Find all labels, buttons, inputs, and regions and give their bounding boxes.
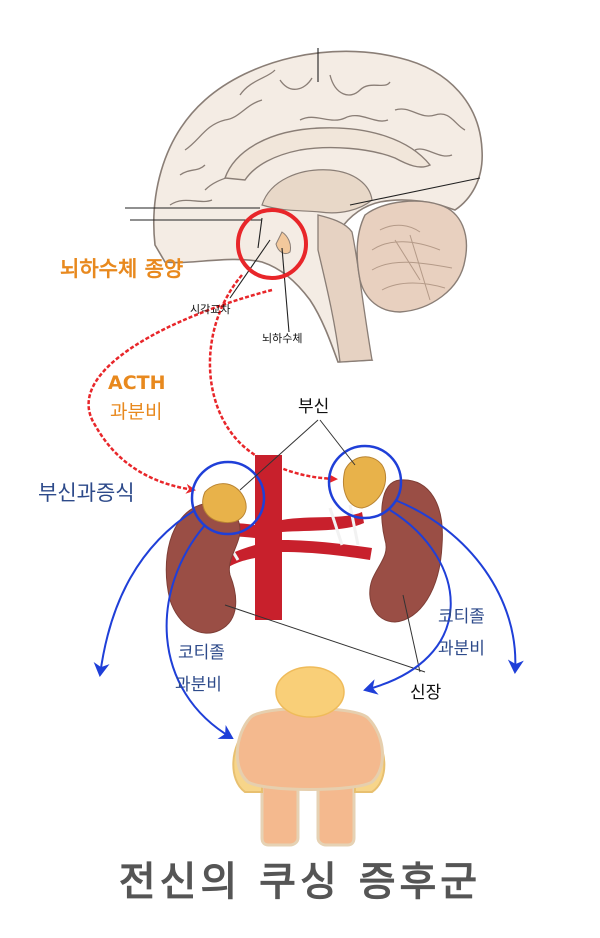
cortisol-arrow-left-to-body xyxy=(165,524,234,740)
label-adrenal-hyperplasia: 부신과증식 xyxy=(38,481,135,505)
label-optic-chiasm: 시각교차 xyxy=(190,303,230,316)
label-pituitary: 뇌하수체 xyxy=(262,331,302,345)
cortisol-arrow-far-right xyxy=(394,499,524,674)
label-pituitary-tumor: 뇌하수체 종양 xyxy=(60,257,183,281)
label-acth-hypersecretion: 과분비 xyxy=(110,401,162,423)
adrenal-highlight-left xyxy=(190,460,266,536)
label-cortisol-right: 코티졸 xyxy=(438,607,485,627)
human-body-icon xyxy=(232,666,386,847)
label-cortisol-right-hypersecretion: 과분비 xyxy=(438,639,485,659)
diagram-title: 전신의 쿠싱 증후군 xyxy=(119,859,481,905)
cortisol-arrow-far-left xyxy=(93,509,196,677)
acth-arrow-right xyxy=(208,274,338,484)
label-cortisol-left-hypersecretion: 과분비 xyxy=(175,675,222,695)
label-cortisol-left: 코티졸 xyxy=(178,643,225,663)
cerebellum xyxy=(356,200,468,313)
label-acth: ACTH xyxy=(108,372,166,394)
brain-icon xyxy=(125,48,483,363)
kidney-icon xyxy=(165,479,443,634)
label-kidney: 신장 xyxy=(410,683,442,703)
label-adrenal: 부신 xyxy=(298,397,329,417)
adrenal-gland-icon xyxy=(202,456,387,524)
acth-arrow-left xyxy=(87,288,273,494)
adrenal-highlight-right xyxy=(327,444,403,520)
cortisol-arrow-right-to-body xyxy=(363,509,452,695)
tumor-highlight-circle xyxy=(236,208,308,280)
